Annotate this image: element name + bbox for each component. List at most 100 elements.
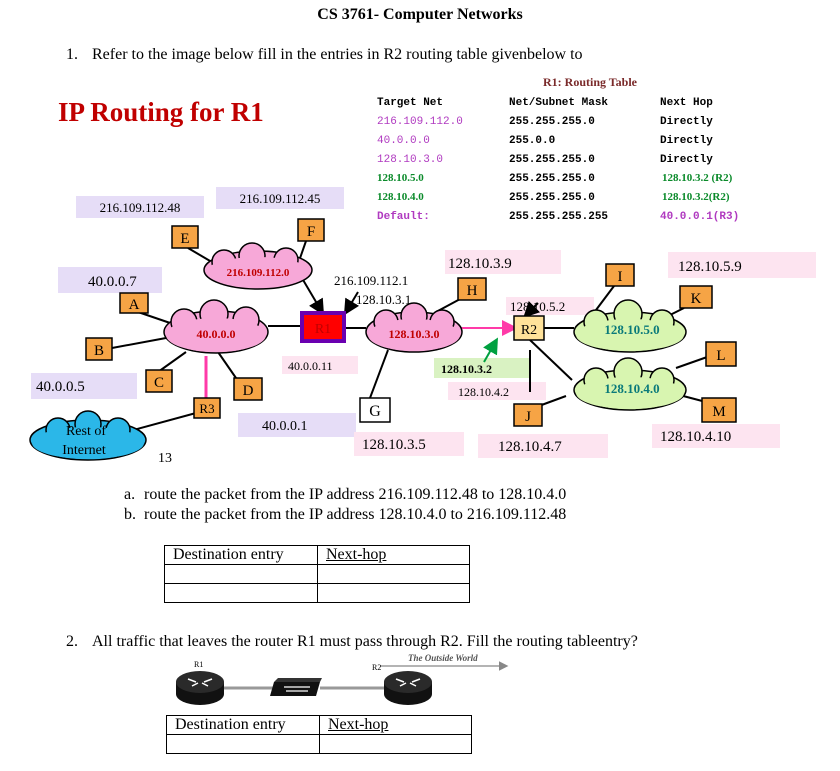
figure-heading: IP Routing for R1	[58, 97, 264, 127]
question-1: 1. Refer to the image below fill in the e…	[66, 46, 583, 64]
host-b: B	[85, 337, 113, 361]
label-bg-j	[478, 434, 608, 458]
router-r3-label: R3	[199, 401, 214, 416]
host-i-label: I	[618, 269, 623, 285]
q2-cell-dest-1[interactable]	[166, 734, 320, 754]
rt-row-6-target: Default:	[377, 211, 430, 223]
question-1a-text: route the packet from the IP address 216…	[144, 486, 567, 503]
label-bg-c	[31, 373, 137, 399]
rt-row-3-mask: 255.255.255.0	[509, 154, 595, 166]
rt-row-5-mask: 255.255.255.0	[509, 192, 595, 204]
router-r2: R2	[513, 315, 545, 341]
cloud-40: 40.0.0.0	[163, 299, 269, 354]
rt-row-1-nexthop: Directly	[660, 116, 713, 128]
internet-label-line2: Internet	[62, 443, 106, 458]
rt-row-3-target: 128.10.3.0	[377, 154, 443, 166]
question-2: 2.All traffic that leaves the router R1 …	[66, 633, 638, 651]
q2-router-r1-icon	[176, 671, 224, 705]
rt-row-3-nexthop: Directly	[660, 154, 713, 166]
router-r1: R1	[300, 311, 346, 343]
rt-row-2-nexthop: Directly	[660, 135, 713, 147]
rt-row-5-nexthop: 128.10.3.2(R2)	[662, 191, 730, 203]
label-bg-e	[76, 196, 204, 218]
question-1b: b.route the packet from the IP address 1…	[124, 506, 566, 524]
addr-j: 128.10.4.7	[498, 439, 562, 455]
label-bg-r3	[238, 413, 356, 437]
host-e-label: E	[180, 231, 189, 247]
q1-header-nexthop: Next-hop	[317, 545, 470, 565]
q2-header-nexthop: Next-hop	[319, 715, 472, 735]
q2-figure: The Outside World R1 R2	[176, 653, 509, 705]
label-bg-f	[216, 187, 344, 209]
host-j: J	[513, 403, 543, 427]
host-a-label: A	[129, 297, 140, 313]
host-k-label: K	[691, 291, 702, 307]
r2-arrow-green	[483, 337, 498, 363]
host-c-label: C	[154, 375, 164, 391]
question-1-number: 1.	[66, 46, 78, 63]
label-bg-r1-40	[282, 356, 358, 374]
cloud-internet: Rest of Internet	[29, 410, 147, 461]
addr-r1-216: 216.109.112.1	[334, 273, 408, 288]
rt-header-nexthop: Next Hop	[660, 97, 713, 109]
q2-cell-hop-1[interactable]	[319, 734, 472, 754]
cloud-128-5-label: 128.10.5.0	[604, 322, 659, 337]
question-1-text: Refer to the image below fill in the ent…	[92, 46, 583, 63]
addr-r1-40: 40.0.0.11	[288, 359, 333, 373]
cloud-128-3-label: 128.10.3.0	[389, 327, 440, 341]
cloud-216: 216.109.112.0	[203, 242, 313, 290]
label-bg-h	[445, 250, 561, 274]
addr-m: 128.10.4.10	[660, 429, 731, 445]
question-2-number: 2.	[66, 633, 78, 650]
network-figure: IP Routing for R1 R1: Routing Table Targ…	[29, 75, 816, 466]
host-h-label: H	[467, 283, 478, 299]
rt-title: R1: Routing Table	[543, 75, 638, 89]
host-i: I	[605, 263, 635, 287]
internet-label-line1: Rest of	[66, 424, 106, 439]
addr-a: 40.0.0.7	[88, 274, 137, 290]
q1-cell-dest-1[interactable]	[164, 564, 318, 584]
host-m: M	[701, 397, 737, 423]
addr-r2-3: 128.10.3.2	[441, 362, 492, 376]
host-d-label: D	[243, 383, 254, 399]
host-c: C	[145, 369, 173, 393]
q1-cell-dest-2[interactable]	[164, 583, 318, 603]
label-bg-g	[354, 432, 464, 456]
host-f: F	[297, 218, 325, 242]
rt-header-target: Target Net	[377, 97, 443, 109]
host-l: L	[705, 341, 737, 367]
addr-h: 128.10.3.9	[448, 256, 512, 272]
q2-switch-icon	[270, 678, 322, 696]
cloud-128-4-label: 128.10.4.0	[604, 381, 659, 396]
q2-r2-label: R2	[372, 663, 381, 672]
host-g: G	[359, 397, 391, 423]
label-bg-a	[58, 267, 162, 293]
addr-r2-5: 128.10.5.2	[510, 299, 565, 314]
label-bg-r2-3	[434, 358, 530, 378]
rt-row-6-mask: 255.255.255.255	[509, 211, 608, 223]
r1-routing-table: R1: Routing Table Target Net Net/Subnet …	[377, 75, 739, 223]
addr-k: 128.10.5.9	[678, 259, 742, 275]
cloud-216-label: 216.109.112.0	[227, 267, 290, 279]
q2-header-destination: Destination entry	[166, 715, 320, 735]
cloud-40-label: 40.0.0.0	[197, 327, 236, 341]
addr-r1-128: 128.10.3.1	[356, 292, 411, 307]
question-1a-letter: a.	[124, 486, 136, 503]
host-k: K	[679, 285, 713, 309]
host-m-label: M	[712, 404, 725, 420]
addr-r3: 40.0.0.1	[262, 419, 308, 434]
q1-cell-hop-2[interactable]	[317, 583, 470, 603]
rt-row-1-mask: 255.255.255.0	[509, 116, 595, 128]
rt-row-5-target: 128.10.4.0	[377, 191, 424, 203]
cloud-128-3: 128.10.3.0	[365, 302, 463, 353]
addr-f: 216.109.112.45	[240, 191, 321, 206]
q2-answer-table: Destination entry Next-hop	[166, 715, 472, 754]
host-e: E	[171, 225, 199, 249]
host-b-label: B	[94, 343, 104, 359]
rt-header-mask: Net/Subnet Mask	[509, 97, 608, 109]
cloud-128-4: 128.10.4.0	[573, 357, 687, 411]
addr-e: 216.109.112.48	[100, 200, 181, 215]
host-j-label: J	[525, 409, 531, 425]
cloud-128-5: 128.10.5.0	[573, 299, 687, 353]
q1-cell-hop-1[interactable]	[317, 564, 470, 584]
